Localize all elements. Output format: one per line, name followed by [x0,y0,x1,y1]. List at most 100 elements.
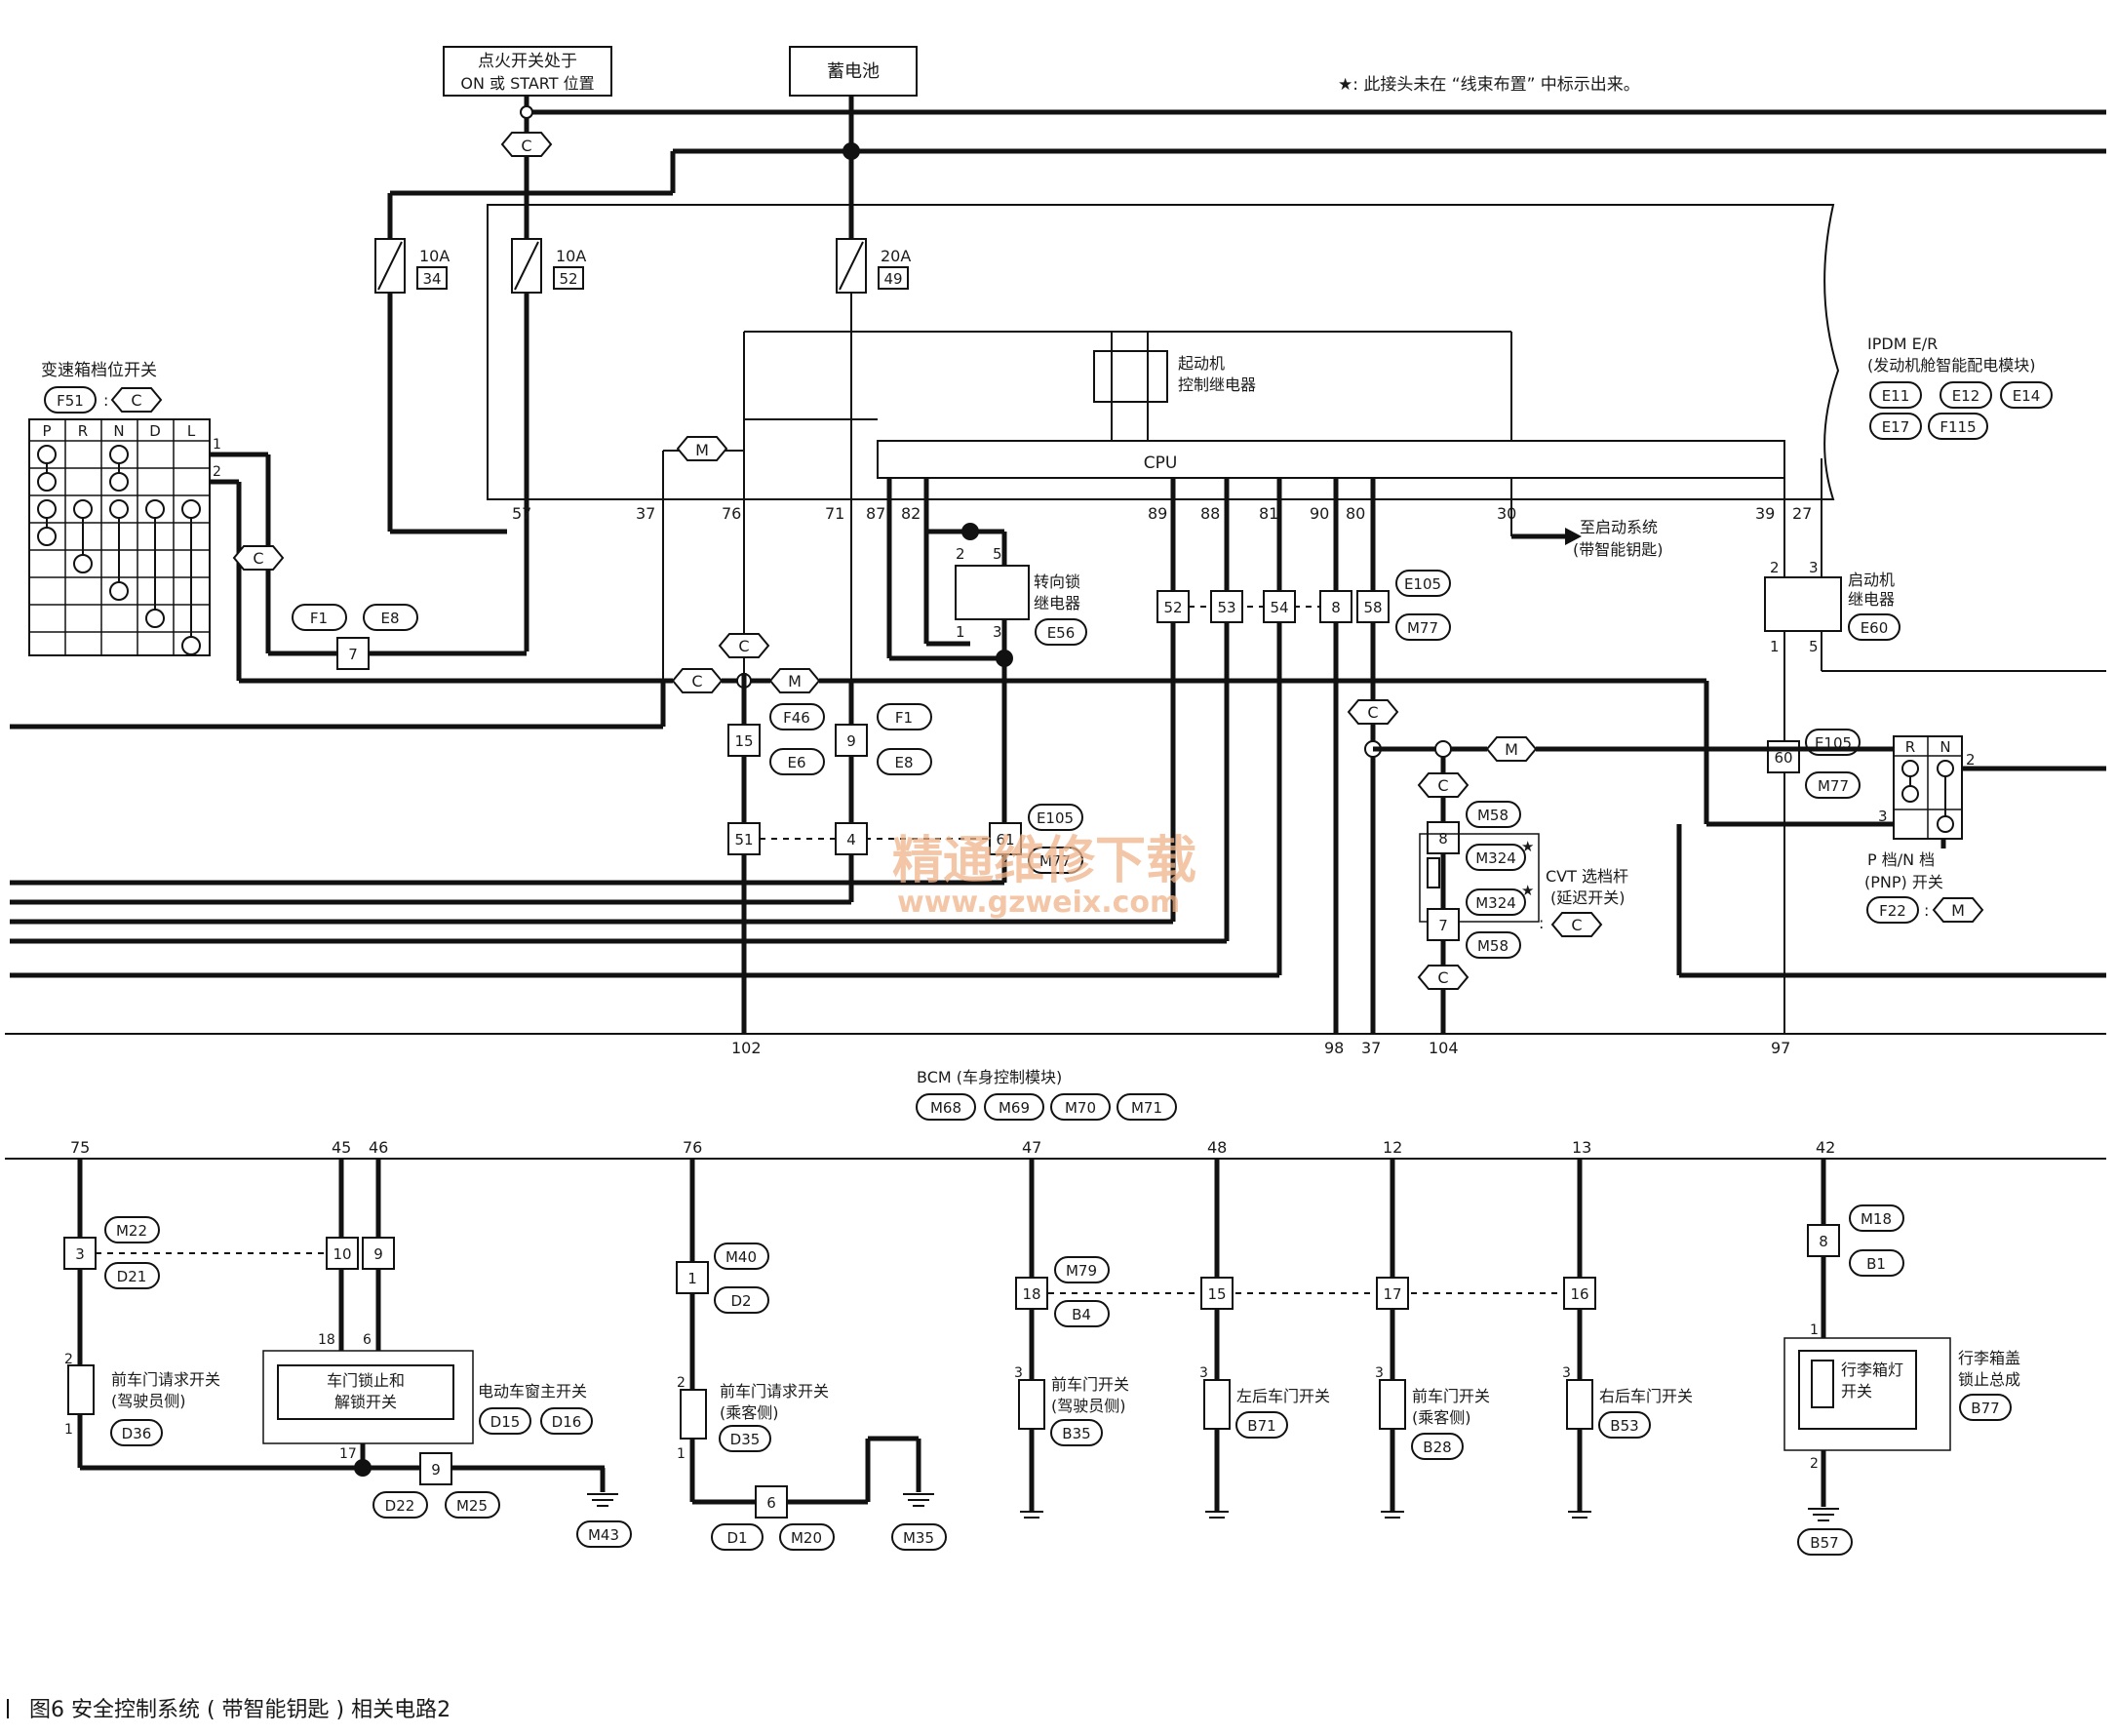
switch-label: 前车门开关 [1051,1375,1129,1394]
to-start-system: 至启动系统 (带智能钥匙) [1510,478,1664,559]
pin: 37 [636,504,655,523]
to-start-label: 至启动系统 [1580,518,1658,536]
trunk-assy-label: 行李箱盖 [1958,1349,2020,1367]
switch-label: 右后车门开关 [1599,1387,1693,1405]
bcm-pin: 13 [1572,1138,1591,1157]
conn: B4 [1072,1306,1091,1323]
pin: 82 [901,504,921,523]
conn-d15: D15 [490,1413,521,1431]
conn: E8 [380,610,399,627]
switch-label: 前车门开关 [1412,1387,1490,1405]
bcm-pin: 12 [1383,1138,1402,1157]
left-junctions: 15 F46 E6 9 F1 E8 51 4 61 E105 M77 [10,673,1083,1034]
conn-c-label: C [1437,968,1448,987]
junction-num: 7 [1438,917,1448,934]
power-window-label: 电动车窗主开关 [478,1382,587,1401]
junction-num: 6 [766,1494,776,1512]
switch-label: (乘客侧) [720,1403,779,1422]
bcm-pin: 37 [1361,1039,1381,1057]
conn: D21 [117,1268,147,1285]
junction-num: 61 [996,831,1014,848]
pin: 2 [213,464,221,480]
conn: F1 [310,610,328,627]
power-rails [390,96,2106,263]
conn-f22: F22 [1879,902,1906,920]
pin: 3 [1014,1365,1023,1381]
conn-e11: E11 [1882,387,1910,405]
conn: B1 [1866,1255,1886,1273]
to-start-label: (带智能钥匙) [1573,540,1664,559]
pnp-pin: R [1905,738,1915,756]
junction-num: 9 [431,1461,441,1479]
junction-num: 4 [846,831,856,848]
bcm-pin: 46 [369,1138,388,1157]
bcm-label: BCM (车身控制模块) [917,1068,1062,1086]
conn: M25 [456,1497,488,1515]
junction-num: 3 [75,1245,85,1263]
junction-num: 1 [687,1270,697,1287]
conn-m-label: M [695,441,709,459]
ipdm-label-2: (发动机舱智能配电模块) [1867,356,2036,375]
pnp-pin: 3 [1878,808,1888,825]
conn: M35 [903,1529,934,1547]
ignition-switch-box: 点火开关处于 ON 或 START 位置 C [443,46,612,157]
bcm-pin: 45 [332,1138,351,1157]
conn-b53: B53 [1610,1417,1638,1435]
pin: 2 [956,545,965,563]
pin: 71 [825,504,844,523]
pin: 80 [1346,504,1365,523]
fuse-num: 49 [883,270,902,288]
junction-dot [842,142,860,160]
ipdm-label-1: IPDM E/R [1867,335,1938,353]
pin: 2 [64,1352,73,1367]
gear-r: R [78,422,88,440]
conn-m69: M69 [999,1099,1030,1117]
pnp-pin: 2 [1966,751,1976,769]
conn: F1 [895,709,913,727]
switch-label: 左后车门开关 [1236,1387,1330,1405]
conn: E6 [787,754,805,771]
conn-d35: D35 [730,1431,761,1448]
ipdm-connectors: E11 E12 E14 E17 F115 [1869,381,2053,440]
trunk-lamp-label: 行李箱灯 [1841,1361,1903,1379]
conn-c-label: C [1437,776,1448,795]
gear-l: L [187,422,196,440]
ipdm-pins: 57 37 76 71 87 82 89 88 81 90 80 30 39 2… [512,504,1812,523]
pin: 90 [1310,504,1329,523]
cpu-label: CPU [1144,454,1178,473]
junction-num: 10 [333,1245,351,1263]
pin: 57 [512,504,531,523]
pin: 89 [1148,504,1167,523]
cvt-label: (延迟开关) [1550,888,1626,907]
starter-ctrl-label: 控制继电器 [1178,375,1256,394]
ipdm-module: IPDM E/R (发动机舱智能配电模块) E11 E12 E14 E17 F1… [487,204,2053,500]
pin: 3 [993,623,1002,641]
cvt-selector: C M C 8 M58 M324 ★ M324 ★ 7 M58 CVT 选档杆 … [1347,699,1921,1034]
trunk-assy-label: 锁止总成 [1958,1370,2020,1389]
switch-label: 前车门请求开关 [720,1382,829,1401]
bcm-pin: 102 [731,1039,762,1057]
conn: D22 [385,1497,415,1515]
junction-num: 8 [1438,830,1448,848]
conn: D1 [726,1529,747,1547]
conn: E8 [894,754,913,771]
star: ★ [1521,882,1534,899]
ignition-label-1: 点火开关处于 [478,52,577,71]
conn: M22 [116,1222,147,1240]
pin: 3 [1809,559,1819,576]
conn: M18 [1861,1210,1892,1228]
conn-m-label: M [788,672,802,690]
starter-relay-label: 启动机 [1848,571,1895,589]
junction-num: 15 [734,732,753,750]
pin: 87 [866,504,885,523]
conn: M20 [791,1529,822,1547]
steer-lock-label: 继电器 [1034,594,1080,612]
conn-c-label: C [691,672,702,690]
pin: 3 [1199,1365,1208,1381]
bcm-pin: 75 [70,1138,90,1157]
star: ★ [1521,838,1534,855]
trunk-lamp-label: 开关 [1841,1382,1872,1401]
bcm-pin: 104 [1429,1039,1459,1057]
pnp-label: (PNP) 开关 [1864,873,1943,891]
